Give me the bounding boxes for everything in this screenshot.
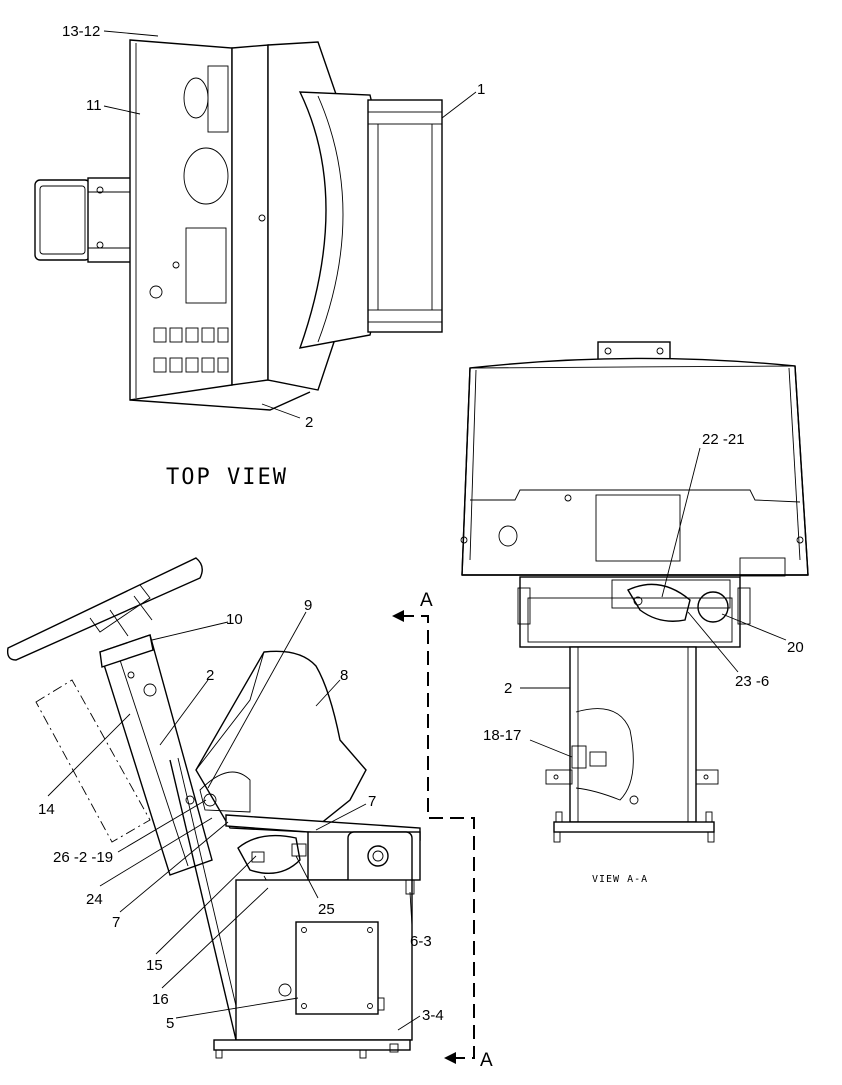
top-view-title: TOP VIEW — [166, 465, 288, 490]
callout-3-4: 3-4 — [422, 1007, 444, 1024]
side-view-drawing — [6, 557, 421, 1059]
view-aa-title: VIEW A-A — [592, 874, 648, 885]
callout-2-side: 2 — [206, 667, 214, 684]
callout-14: 14 — [38, 801, 55, 818]
callout-13-12: 13-12 — [62, 23, 100, 40]
callout-7-left: 7 — [112, 914, 120, 931]
callout-2-aa: 2 — [504, 680, 512, 697]
callout-10: 10 — [226, 611, 243, 628]
callout-2-top: 2 — [305, 414, 313, 431]
callout-9: 9 — [304, 597, 312, 614]
view-aa-callouts: 22 -21 20 23 -6 2 18-17 — [483, 431, 804, 758]
callout-7-right: 7 — [368, 793, 376, 810]
side-view-callouts: 10 9 8 2 14 26 -2 -19 24 7 7 25 6-3 15 1… — [38, 597, 444, 1032]
top-view-callouts: 13-12 11 1 2 — [62, 23, 485, 431]
callout-6-3: 6-3 — [410, 933, 432, 950]
callout-8: 8 — [340, 667, 348, 684]
top-view-drawing — [34, 39, 443, 411]
callout-20: 20 — [787, 639, 804, 656]
callout-23-6: 23 -6 — [735, 673, 769, 690]
callout-18-17: 18-17 — [483, 727, 521, 744]
callout-24: 24 — [86, 891, 103, 908]
callout-15: 15 — [146, 957, 163, 974]
callout-25: 25 — [318, 901, 335, 918]
view-aa-drawing — [460, 341, 809, 843]
callout-5: 5 — [166, 1015, 174, 1032]
callout-1: 1 — [477, 81, 485, 98]
callout-16: 16 — [152, 991, 169, 1008]
callout-26-2-19: 26 -2 -19 — [53, 849, 113, 866]
section-marker-bottom: A — [480, 1050, 493, 1071]
section-line-a-a: A A — [392, 590, 493, 1071]
callout-22-21: 22 -21 — [702, 431, 745, 448]
callout-11: 11 — [86, 97, 102, 114]
section-marker-top: A — [420, 590, 433, 611]
